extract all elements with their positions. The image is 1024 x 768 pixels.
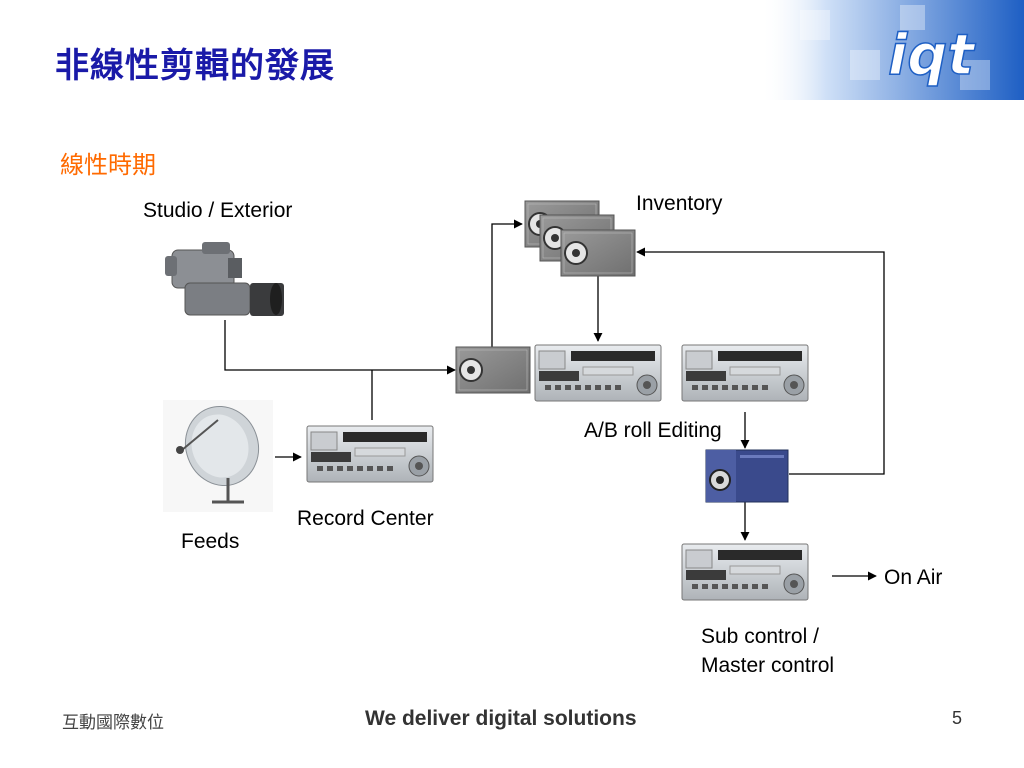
label-master-control: Master control [701,654,835,677]
label-feeds: Feeds [181,530,240,553]
camera-icon [165,242,284,316]
section-subtitle: 線性時期 [60,151,156,179]
satellite-dish-icon [163,400,273,512]
vcr-deck-icon [306,425,434,483]
footer-slogan: We deliver digital solutions [365,707,637,730]
label-studio: Studio / Exterior [143,199,293,222]
label-record-center: Record Center [297,507,434,530]
svg-text:iqt: iqt [888,23,976,88]
label-inventory: Inventory [636,192,723,215]
footer-company: 互動國際數位 [62,713,164,733]
label-sub-control: Sub control / [701,625,819,648]
page-number: 5 [952,708,963,728]
slide-title: 非線性剪輯的發展 [55,46,335,86]
header-band [760,0,1024,100]
company-logo: iqt [887,22,977,89]
label-ab-roll: A/B roll Editing [584,419,722,442]
tape-monitor-icon [705,449,789,503]
vcr-deck-icon [534,344,809,402]
vcr-deck-icon [681,543,809,601]
tape-cassette-icon [524,200,636,277]
tape-cassette-icon [455,346,531,394]
label-on-air: On Air [884,566,943,589]
connectors [224,219,885,581]
